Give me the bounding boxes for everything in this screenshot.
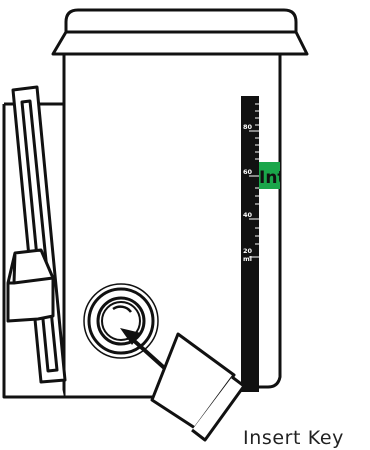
scale-unit: ml (243, 255, 252, 263)
device-lid (51, 8, 309, 56)
measuring-scale (241, 96, 259, 392)
status-window (259, 162, 280, 189)
scale-tick-40: 40 (243, 211, 253, 219)
key-icon (150, 332, 246, 442)
key-slot (83, 283, 159, 359)
scale-tick-20: 20 (243, 247, 253, 255)
scale-tick-60: 60 (243, 168, 253, 176)
scale-tick-marks (249, 103, 259, 258)
status-window-label: Inte (259, 168, 297, 188)
insert-key-caption: Insert Key (243, 427, 344, 449)
scale-tick-80: 80 (243, 123, 253, 131)
side-handle (6, 85, 67, 384)
status-window-clip: Inte (259, 168, 297, 188)
